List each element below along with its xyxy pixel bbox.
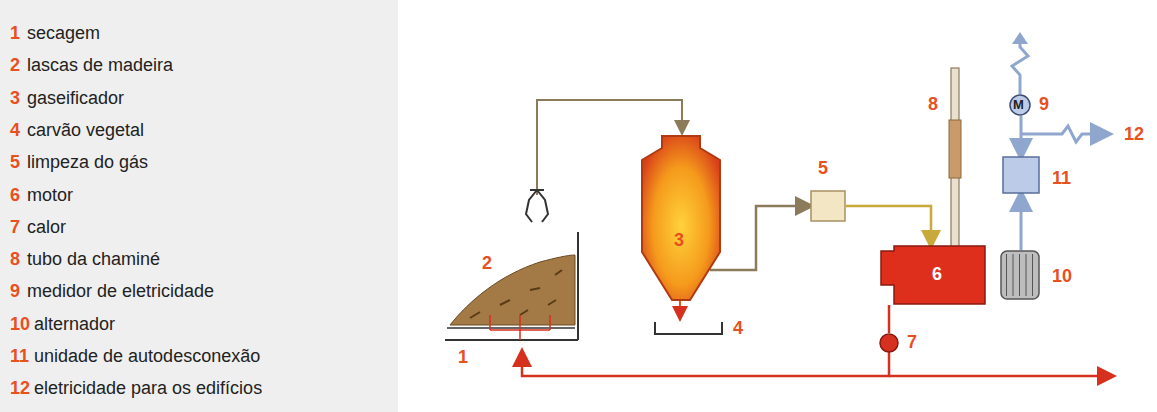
callout-number: 9 [10,281,20,301]
callout-number: 8 [10,249,20,269]
key-text: limpeza do gás [27,152,148,172]
charcoal-tray [655,322,722,334]
supply-line [1020,126,1108,142]
key-text: secagem [27,23,100,43]
key-text: lascas de madeira [27,55,173,75]
key-text: eletricidade para os edifícios [34,378,262,398]
callout-number: 7 [10,217,20,237]
charcoal-arrow [679,300,681,318]
diagram-node: 7 [879,333,899,353]
node-shape [640,134,722,302]
callout-number: 1 [10,23,20,43]
node-label: 7 [907,332,917,352]
callout-number: 4 [10,120,20,140]
callout-number: 8 [928,94,938,114]
grid-line [1012,40,1028,94]
key-text: motor [27,185,73,205]
diagram-node: 10 [1000,250,1040,300]
key-text: unidade de autodesconexão [34,346,260,366]
node-label: 3 [674,230,684,250]
node-shape [1000,250,1040,300]
key-text: gaseificador [27,88,124,108]
chip-texture [470,270,562,318]
key-text: carvão vegetal [27,120,144,140]
key-text: alternador [34,314,115,334]
diagram-node: 3 [640,134,722,302]
callout-number: 2 [482,253,492,273]
node-shape [879,333,899,353]
callout-number: 10 [10,314,30,334]
callout-number: 3 [10,88,20,108]
node-shape [1002,156,1040,194]
node-shape [810,190,846,222]
drying-floor [445,232,578,340]
key-text: tubo da chaminé [27,249,160,269]
heat-return [522,352,889,376]
connector [1020,116,1023,156]
air-ducts [490,315,550,340]
connector [710,206,810,270]
diagram-node: 5 [810,190,846,222]
node-label: 11 [1052,168,1071,188]
callout-number: 2 [10,55,20,75]
callout-number: 12 [1124,124,1144,144]
heat-out [889,375,1112,378]
callout-number: 12 [10,378,30,398]
node-label: 6 [932,264,942,284]
node-label: 10 [1052,266,1072,286]
chimney-silencer [949,120,961,178]
connector [888,305,891,333]
diagram-node: 11 [1002,156,1040,194]
diagram-node: M9 [1009,94,1031,116]
floor-grate [447,327,575,329]
node-label: 5 [818,158,828,178]
callout-number: 4 [733,318,743,338]
connector [846,206,931,245]
diagram-node: 6 [880,245,996,305]
wood-chip-pile [450,255,575,325]
connector [1020,194,1023,250]
grid-arrowhead [1012,32,1028,44]
callout-number: 1 [458,347,468,367]
callout-number: 5 [10,152,20,172]
key-text: medidor de eletricidade [27,281,214,301]
callout-number: 6 [10,185,20,205]
node-label: 9 [1039,94,1049,114]
node-label: M [1013,95,1024,115]
grab [526,190,548,222]
key-text: calor [27,217,66,237]
callout-number: 11 [10,346,29,366]
